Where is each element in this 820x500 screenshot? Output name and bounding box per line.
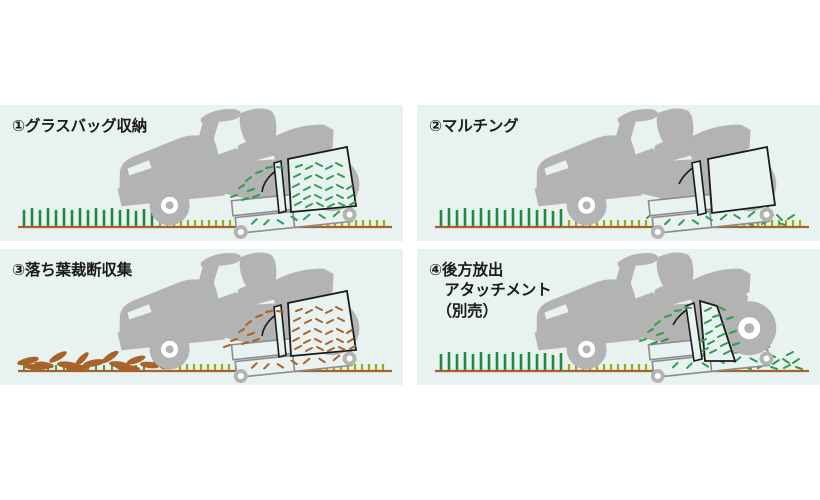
grass-clippings-stream <box>230 162 356 208</box>
panel-leaf-shred-collect: ③落ち葉裁断収集 <box>0 249 403 385</box>
panel-4-title-line-3: （別売） <box>429 301 498 320</box>
panel-grass-bag: ①グラスバッグ収納 <box>0 105 403 241</box>
rear-discharge-stream <box>639 306 740 355</box>
panel-rear-discharge: ④後方放出 アタッチメント （別売） <box>417 249 820 385</box>
panel-3-title: ③落ち葉裁断収集 <box>12 261 133 279</box>
tall-grass-left <box>439 352 563 370</box>
tall-grass-left <box>439 208 563 226</box>
tall-grass-left <box>22 208 154 226</box>
panel-4-title: ④後方放出 アタッチメント （別売） <box>429 260 552 321</box>
shredded-leaf-stream <box>223 306 356 352</box>
panel-grid: ①グラスバッグ収納 <box>0 105 820 385</box>
panel-mulching: ②マルチング <box>417 105 820 241</box>
panel-4-title-line-1: ④後方放出 <box>429 261 504 279</box>
panel-3-scene <box>0 249 403 385</box>
lawn-tractor <box>534 252 777 384</box>
lawn-tractor <box>110 105 362 240</box>
panel-4-scene <box>417 249 820 385</box>
panel-4-title-line-2: アタッチメント <box>429 281 552 300</box>
panel-1-scene <box>0 105 403 241</box>
panel-1-title: ①グラスバッグ収納 <box>12 117 148 135</box>
closed-rear-flap <box>678 145 777 216</box>
panel-2-title: ②マルチング <box>429 117 519 135</box>
panel-2-scene <box>417 105 820 241</box>
